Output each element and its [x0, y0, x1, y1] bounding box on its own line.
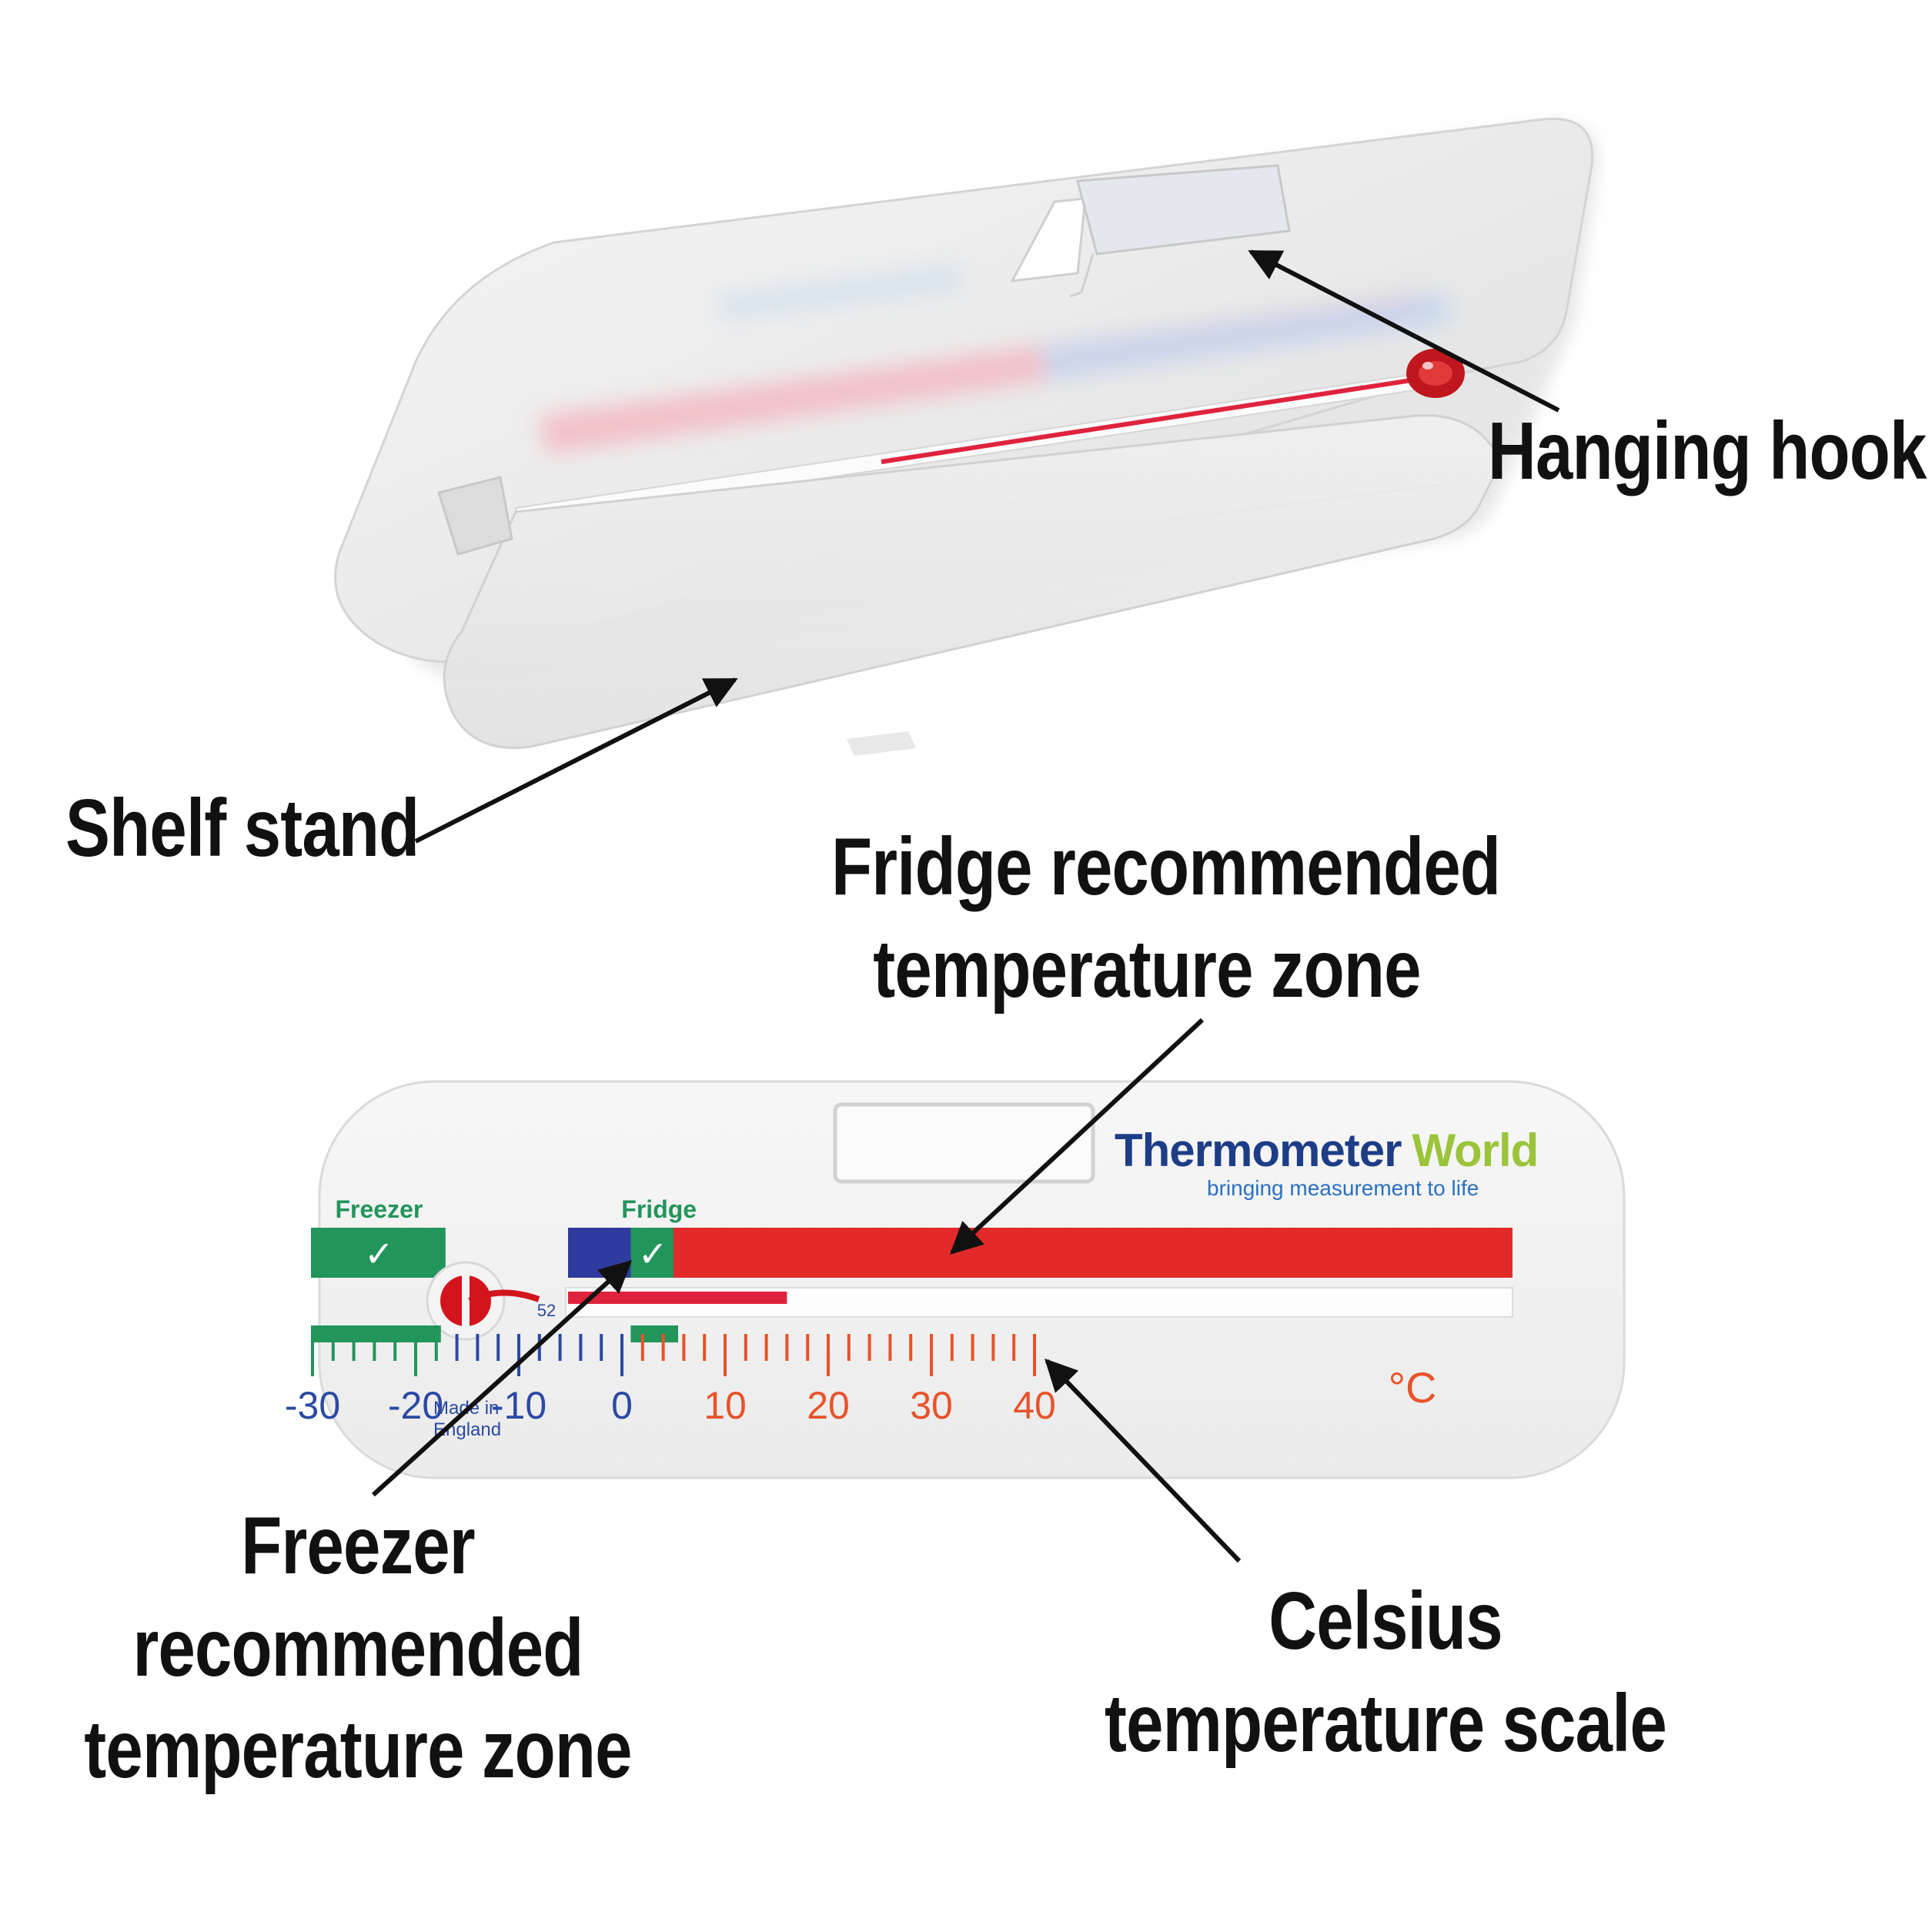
card-liquid-column	[568, 1292, 787, 1304]
hanging-hook	[1010, 164, 1291, 298]
hook-slot	[833, 1102, 1095, 1184]
arrow-shelf-stand	[414, 677, 738, 844]
card-bulb	[426, 1261, 540, 1341]
callout-shelf-stand: Shelf stand	[65, 777, 419, 880]
brand-tagline: bringing measurement to life	[1207, 1176, 1479, 1200]
bulb	[1406, 349, 1465, 398]
celsius-scale: -30 -20 -10 0 10 20 30 40	[285, 1325, 1056, 1427]
brand-thermometer: Thermometer	[1115, 1125, 1402, 1176]
zone-label-fridge: Fridge	[621, 1195, 697, 1223]
scale-label: 40	[1013, 1384, 1056, 1427]
stand-end-cap	[437, 476, 513, 556]
callout-fridge-line2: temperature zone	[873, 923, 1421, 1014]
callout-hanging-hook: Hanging hook	[1488, 400, 1927, 503]
arrow-hanging-hook	[1248, 249, 1560, 413]
callout-fridge-line1: Fridge recommended	[831, 821, 1501, 912]
temperature-zone-band: ✓✓	[311, 1228, 1513, 1278]
brand-world: World	[1412, 1125, 1538, 1176]
leader-arrows	[371, 249, 1560, 1563]
callout-freezer-zone: Freezer recommended temperature zone	[65, 1495, 652, 1801]
scale-label: 20	[807, 1384, 850, 1427]
scale-label: 30	[910, 1384, 953, 1427]
callout-celsius-scale: Celsius temperature scale	[1089, 1570, 1683, 1774]
hook-triangle-cutout	[1010, 197, 1087, 282]
callout-fridge-zone: Fridge recommended temperature zone	[831, 816, 1501, 1020]
arrow-freezer-zone	[371, 1260, 633, 1497]
band-fridge-zone	[630, 1228, 674, 1278]
thermometer-photo-perspective	[334, 117, 1599, 756]
callout-hanging-hook-text: Hanging hook	[1488, 406, 1927, 496]
scale-label: 0	[611, 1384, 633, 1427]
arrow-fridge-zone	[949, 1018, 1205, 1255]
callout-freezer-line1: Freezer	[241, 1500, 475, 1591]
band-freezer-zone	[311, 1228, 446, 1278]
scale-label: -30	[285, 1384, 340, 1427]
scale-label: 10	[704, 1384, 747, 1427]
scale-label: -20	[388, 1384, 443, 1427]
liquid-column	[881, 375, 1432, 464]
callout-celsius-line2: temperature scale	[1104, 1677, 1667, 1769]
hook-tab	[1076, 164, 1291, 256]
model-number: 52	[537, 1301, 556, 1320]
celsius-unit: °C	[1389, 1363, 1437, 1412]
callout-celsius-line1: Celsius	[1269, 1576, 1502, 1666]
callout-freezer-line3: temperature zone	[84, 1704, 632, 1795]
fridge-check-icon: ✓	[638, 1233, 668, 1275]
callout-shelf-stand-text: Shelf stand	[65, 783, 419, 874]
card-body	[318, 1080, 1626, 1479]
blurred-scale-bands	[539, 262, 1451, 454]
scale-label: -10	[491, 1384, 547, 1427]
zone-label-freezer: Freezer	[335, 1195, 423, 1223]
callout-freezer-line2: recommended	[132, 1602, 583, 1693]
shelf-stand-panel	[443, 414, 1502, 750]
origin-text: Made in England	[433, 1398, 504, 1440]
band-warm-segment	[674, 1228, 1513, 1278]
arrow-celsius-scale	[1045, 1358, 1242, 1563]
freezer-check-icon: ✓	[364, 1233, 394, 1275]
